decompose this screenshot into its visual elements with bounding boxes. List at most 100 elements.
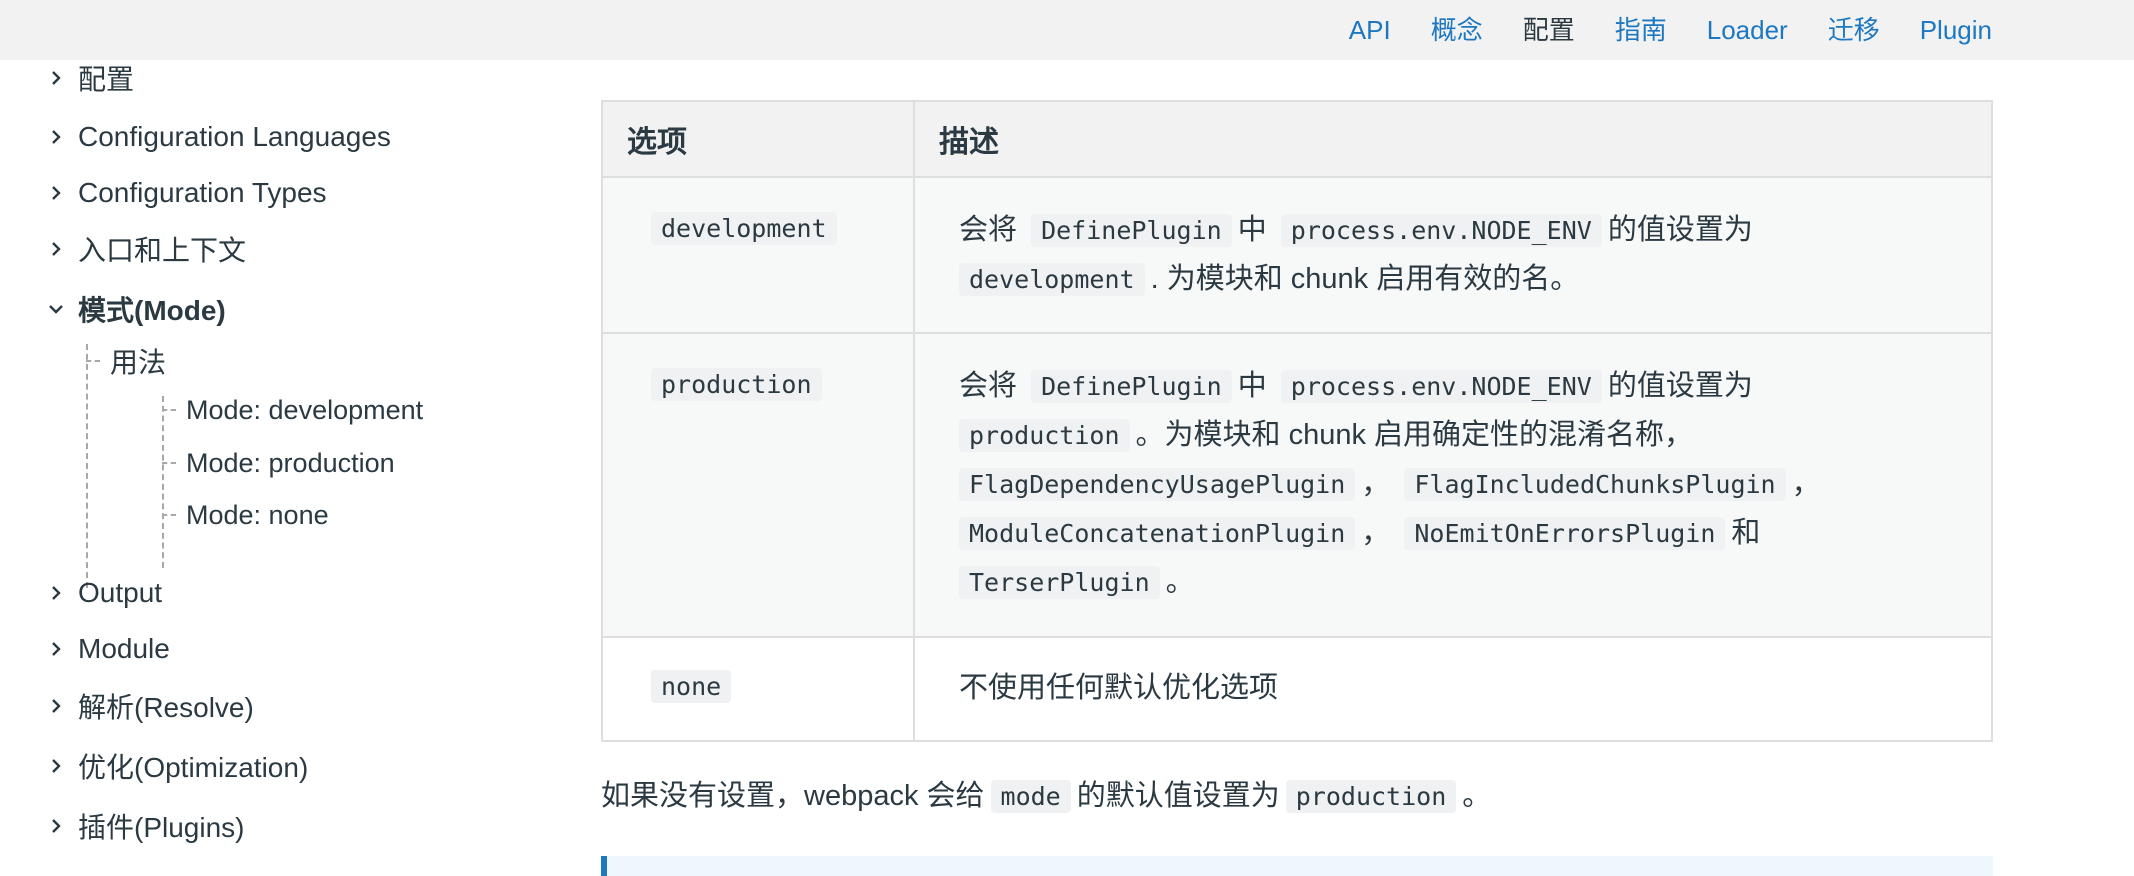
inline-code: process.env.NODE_ENV: [1280, 370, 1602, 403]
desc-text: ，: [1361, 468, 1391, 500]
sidebar-subitem-label: Mode: development: [186, 394, 424, 425]
chevron-right-icon[interactable]: [40, 229, 78, 269]
nav-link-plugins[interactable]: Plugin: [1919, 15, 1992, 45]
top-nav: API 概念 配置 指南 Loader 迁移 Plugin: [1309, 0, 1992, 60]
desc-text: 。: [1165, 566, 1195, 598]
table-cell-option: none: [603, 638, 915, 740]
sidebar-subitem-mode-none[interactable]: Mode: none: [162, 497, 329, 533]
table-header-option: 选项: [603, 102, 915, 176]
description-text: 不使用任何默认优化选项: [959, 638, 1951, 713]
table-cell-option: development: [603, 178, 915, 332]
sidebar-item-configuration-languages[interactable]: Configuration Languages: [40, 117, 391, 157]
nav-link-migrate[interactable]: 迁移: [1827, 15, 1880, 45]
sidebar-item-plugins[interactable]: 插件(Plugins): [40, 806, 244, 846]
inline-code: development: [959, 263, 1145, 296]
sidebar-item-configuration-types[interactable]: Configuration Types: [40, 173, 327, 213]
chevron-right-icon[interactable]: [40, 746, 78, 786]
inline-code: process.env.NODE_ENV: [1280, 214, 1602, 247]
sidebar-subitem-usage[interactable]: 用法: [86, 343, 166, 379]
option-code: none: [651, 670, 732, 703]
chevron-down-icon[interactable]: [40, 289, 78, 329]
table-header-description: 描述: [939, 126, 999, 159]
chevron-right-icon[interactable]: [40, 686, 78, 726]
inline-code: FlagIncludedChunksPlugin: [1404, 468, 1786, 501]
table-cell-option: production: [603, 334, 915, 636]
sidebar-item-entry-context[interactable]: 入口和上下文: [40, 229, 246, 269]
sidebar-item-label: Module: [78, 633, 170, 664]
chevron-right-icon[interactable]: [40, 173, 78, 213]
sidebar: 配置 Configuration Languages Configuration…: [0, 60, 560, 876]
sidebar-item-label: 优化(Optimization): [78, 752, 309, 783]
nav-link-configuration[interactable]: 配置: [1522, 15, 1575, 45]
sidebar-item-resolve[interactable]: 解析(Resolve): [40, 686, 254, 726]
desc-text: ，: [1791, 468, 1821, 500]
table-cell-description: 不使用任何默认优化选项: [915, 638, 1991, 740]
chevron-right-icon[interactable]: [40, 117, 78, 157]
tree-branch: [162, 514, 176, 516]
chevron-right-icon[interactable]: [40, 573, 78, 613]
nav-link-guides[interactable]: 指南: [1614, 15, 1667, 45]
sidebar-item-label: Configuration Types: [78, 177, 327, 208]
inline-code: production: [959, 419, 1130, 452]
table-row: none 不使用任何默认优化选项: [603, 636, 1991, 740]
table-header-row: 选项 描述: [603, 102, 1991, 176]
inline-code: NoEmitOnErrorsPlugin: [1404, 517, 1726, 550]
desc-text: 。为模块和 chunk 启用确定性的混淆名称，: [1135, 419, 1694, 451]
sidebar-item-label: 配置: [78, 64, 135, 95]
desc-text: ，: [1361, 517, 1391, 549]
sidebar-item-output[interactable]: Output: [40, 573, 162, 613]
desc-text: 的值设置为: [1607, 214, 1753, 246]
desc-text: 中: [1237, 370, 1267, 402]
sidebar-item-label: Output: [78, 577, 163, 608]
sidebar-item-label: 解析(Resolve): [78, 692, 254, 723]
inline-code: DefinePlugin: [1031, 370, 1232, 403]
desc-text: 会将: [959, 370, 1018, 402]
nav-link-loaders[interactable]: Loader: [1706, 15, 1788, 45]
tree-connector: [162, 396, 164, 568]
sidebar-subitem-label: Mode: production: [186, 447, 395, 478]
inline-code: ModuleConcatenationPlugin: [959, 517, 1356, 550]
sidebar-subitem-mode-development[interactable]: Mode: development: [162, 392, 423, 428]
desc-text: 和: [1731, 517, 1761, 549]
desc-text: 会将: [959, 214, 1018, 246]
sidebar-item-configuration[interactable]: 配置: [40, 58, 134, 98]
note-text: 如果没有设置，webpack 会给: [601, 780, 985, 812]
desc-text: 中: [1237, 214, 1267, 246]
desc-text: 不使用任何默认优化选项: [959, 672, 1279, 704]
inline-code: production: [1285, 780, 1457, 813]
top-navigation-bar: API 概念 配置 指南 Loader 迁移 Plugin: [0, 0, 2134, 60]
info-callout: [601, 856, 1993, 876]
nav-link-api[interactable]: API: [1348, 15, 1391, 45]
option-code: production: [651, 368, 822, 401]
inline-code: mode: [990, 780, 1071, 813]
sidebar-subitem-mode-production[interactable]: Mode: production: [162, 445, 395, 481]
note-text: 。: [1462, 780, 1492, 812]
option-code: development: [651, 212, 837, 245]
sidebar-item-label: 模式(Mode): [78, 295, 226, 326]
nav-link-concepts[interactable]: 概念: [1430, 15, 1483, 45]
sidebar-item-optimization[interactable]: 优化(Optimization): [40, 746, 308, 786]
chevron-right-icon[interactable]: [40, 806, 78, 846]
inline-code: FlagDependencyUsagePlugin: [959, 468, 1356, 501]
desc-text: . 为模块和 chunk 启用有效的名。: [1150, 263, 1580, 295]
sidebar-item-module[interactable]: Module: [40, 629, 170, 669]
inline-code: TerserPlugin: [959, 566, 1160, 599]
chevron-right-icon[interactable]: [40, 58, 78, 98]
tree-branch: [86, 360, 100, 362]
sidebar-item-mode[interactable]: 模式(Mode): [40, 289, 226, 329]
inline-code: DefinePlugin: [1031, 214, 1232, 247]
tree-branch: [162, 409, 176, 411]
tree-branch: [162, 462, 176, 464]
sidebar-item-label: 入口和上下文: [78, 235, 247, 266]
sidebar-subitem-label: Mode: none: [186, 499, 329, 530]
chevron-right-icon[interactable]: [40, 629, 78, 669]
sidebar-subitem-label: 用法: [110, 347, 167, 378]
